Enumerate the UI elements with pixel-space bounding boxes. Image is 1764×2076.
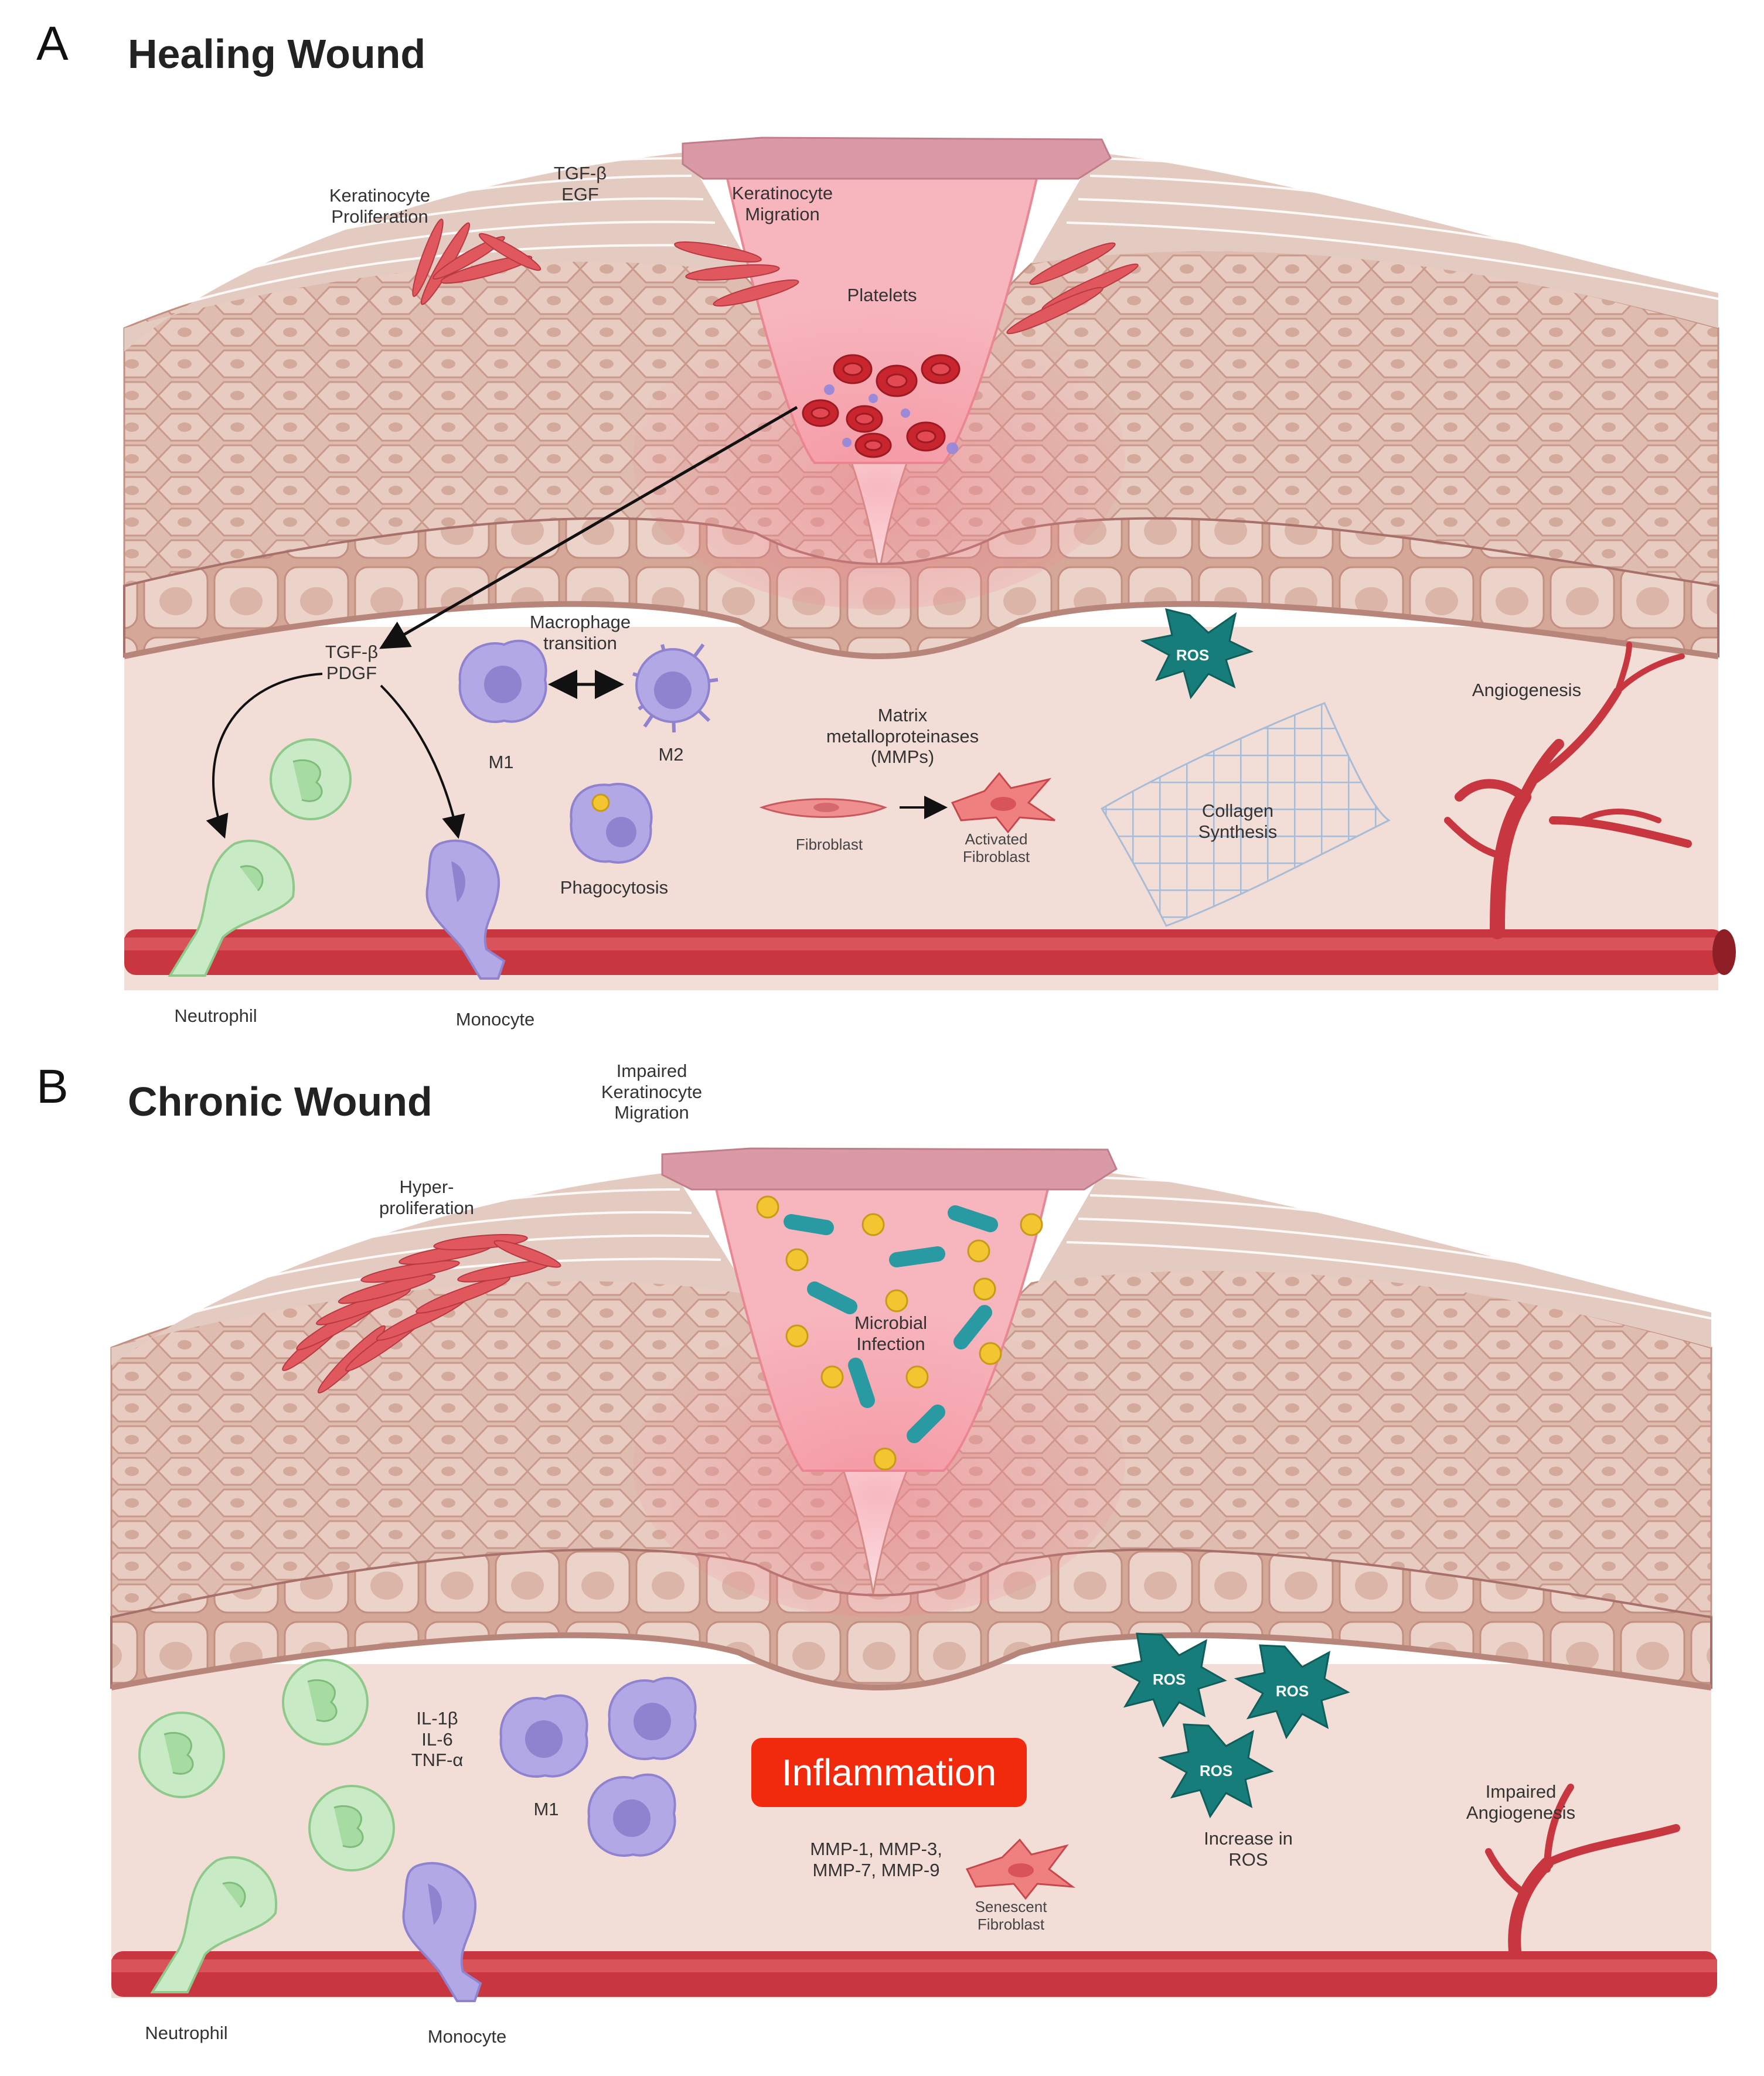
label-m2-a: M2 bbox=[658, 744, 684, 765]
panel-b-title: Chronic Wound bbox=[128, 1079, 433, 1124]
label-tgf-pdgf: TGF-β PDGF bbox=[325, 642, 379, 683]
arrow-to-neutrophil bbox=[206, 673, 323, 839]
scab-b bbox=[661, 1147, 1118, 1191]
label-m1-a: M1 bbox=[488, 752, 514, 772]
panel-b-letter: B bbox=[36, 1060, 69, 1113]
label-platelets: Platelets bbox=[847, 285, 917, 305]
m1-macrophages-b bbox=[499, 1676, 697, 1857]
label-mmp-list: MMP-1, MMP-3, MMP-7, MMP-9 bbox=[810, 1839, 942, 1880]
label-impaired-migration: Impaired Keratinocyte Migration bbox=[601, 1061, 703, 1123]
neutrophils-b bbox=[138, 1659, 395, 1993]
label-angiogenesis: Angiogenesis bbox=[1472, 680, 1582, 700]
label-impaired-angiogenesis: Impaired Angiogenesis bbox=[1466, 1781, 1576, 1823]
label-collagen-synthesis: Collagen Synthesis bbox=[1198, 800, 1278, 842]
bacteria-rods-b bbox=[784, 1205, 998, 1443]
phagocyte-a bbox=[570, 783, 653, 864]
arrow-to-monocyte bbox=[380, 684, 465, 839]
senescent-fibroblast-b bbox=[965, 1838, 1076, 1900]
label-fibroblast: Fibroblast bbox=[795, 836, 863, 853]
label-ros-b1: ROS bbox=[1152, 1671, 1186, 1688]
signal-arrow-a bbox=[379, 405, 798, 649]
scab-a bbox=[682, 137, 1112, 180]
ros-star-a bbox=[1140, 608, 1254, 700]
panel-a-title: Healing Wound bbox=[128, 31, 426, 77]
label-monocyte-b: Monocyte bbox=[427, 2026, 507, 2047]
panel-a-skin bbox=[123, 137, 1736, 990]
platelets-a bbox=[824, 384, 958, 454]
bacteria-cocci-b bbox=[756, 1195, 1043, 1471]
collagen-mesh-a bbox=[1100, 702, 1391, 927]
m2-macrophage-a bbox=[632, 643, 718, 733]
activated-fibroblast-a bbox=[951, 772, 1055, 834]
panel-a-letter: A bbox=[36, 17, 69, 70]
monocyte-a bbox=[425, 839, 506, 980]
neutrophil-a bbox=[168, 738, 352, 977]
inflammation-badge: Inflammation bbox=[751, 1738, 1027, 1807]
blood-vessel-a bbox=[124, 929, 1724, 975]
label-keratinocyte-migration: Keratinocyte Migration bbox=[731, 183, 833, 224]
label-phagocytosis: Phagocytosis bbox=[560, 877, 669, 898]
label-mmps: Matrix metalloproteinases (MMPs) bbox=[826, 705, 979, 768]
label-ros-b2: ROS bbox=[1275, 1682, 1309, 1700]
m1-macrophage-a bbox=[458, 639, 547, 723]
impaired-angiogenesis-vessel-b bbox=[1485, 1784, 1680, 1958]
blood-vessel-b bbox=[111, 1951, 1717, 1997]
label-macrophage-transition: Macrophage transition bbox=[529, 612, 631, 653]
label-keratinocyte-proliferation: Keratinocyte Proliferation bbox=[329, 185, 431, 227]
label-tgf-egf: TGF-β EGF bbox=[553, 163, 607, 204]
fibroblast-a bbox=[759, 798, 888, 818]
label-ros-b3: ROS bbox=[1199, 1762, 1233, 1780]
label-activated-fibroblast: Activated Fibroblast bbox=[962, 830, 1030, 865]
label-m1-b: M1 bbox=[533, 1799, 559, 1819]
label-ros-a: ROS bbox=[1176, 646, 1210, 664]
red-blood-cells-a bbox=[802, 354, 961, 458]
angiogenesis-vessel-a bbox=[1444, 642, 1692, 939]
label-hyperproliferation: Hyper- proliferation bbox=[379, 1177, 474, 1218]
label-monocyte-a: Monocyte bbox=[455, 1009, 535, 1030]
panel-b-skin bbox=[110, 1147, 1717, 1998]
label-senescent-fibroblast: Senescent Fibroblast bbox=[975, 1898, 1047, 1933]
keratinocytes-a bbox=[412, 219, 1139, 335]
label-neutrophil-b: Neutrophil bbox=[145, 2023, 228, 2043]
label-microbial-infection: Microbial Infection bbox=[854, 1313, 928, 1354]
monocyte-b bbox=[402, 1862, 482, 2002]
label-neutrophil-a: Neutrophil bbox=[174, 1005, 257, 1026]
ros-stars-b bbox=[1111, 1632, 1350, 1819]
label-increase-ros: Increase in ROS bbox=[1204, 1828, 1293, 1870]
label-cytokines: IL-1β IL-6 TNF-α bbox=[411, 1708, 464, 1771]
keratinocytes-b bbox=[282, 1234, 561, 1394]
